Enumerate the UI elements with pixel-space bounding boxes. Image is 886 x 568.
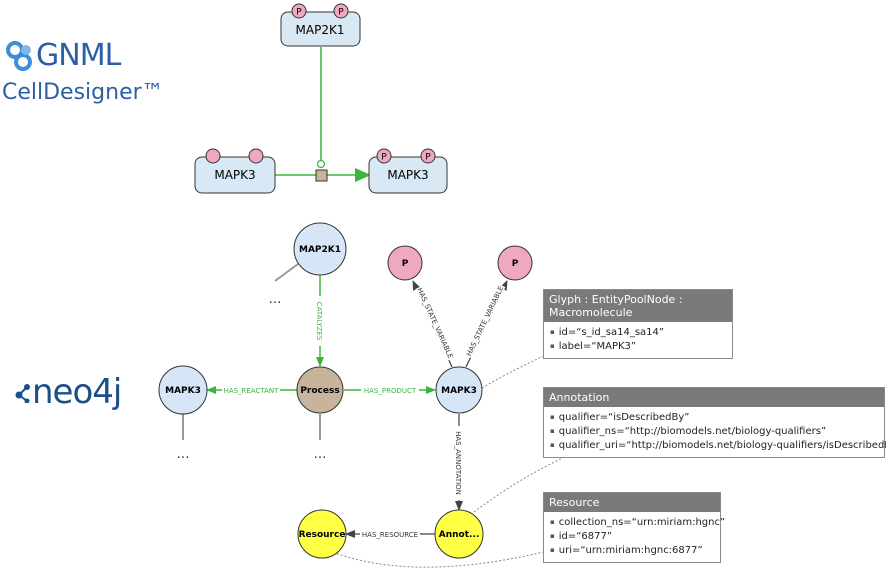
- has-product-label: HAS_PRODUCT: [364, 387, 417, 395]
- resource-info-item: collection_ns=“urn:miriam:hgnc”: [550, 516, 725, 530]
- sbgn-node-label: MAPK3: [387, 168, 428, 182]
- process-node: [315, 169, 328, 182]
- neo4j-graph-icon: [14, 372, 32, 412]
- annotation-info-item: qualifier_uri=“http://biomodels.net/biol…: [550, 439, 886, 453]
- state-variable-label: P: [296, 8, 302, 18]
- dangling-edge: [274, 263, 299, 282]
- state-variable-label: P: [425, 153, 431, 163]
- ellipsis: …: [177, 447, 190, 462]
- resource-info-item: id=“6877”: [550, 530, 714, 544]
- state-variable-label: P: [338, 8, 344, 18]
- node-label: Annot...: [439, 530, 480, 540]
- node-label: Resource: [299, 530, 346, 540]
- graph-node-p-right[interactable]: P: [497, 245, 533, 281]
- node-label: MAPK3: [165, 386, 201, 396]
- sbgn-diagram: P P MAP2K1 MAPK3 P P MAPK3: [194, 3, 448, 194]
- resource-info-title: Resource: [544, 493, 720, 512]
- annotation-info-item: qualifier=“isDescribedBy”: [550, 411, 878, 425]
- has-annotation-label: HAS_ANNOTATION: [454, 431, 462, 495]
- has-state-variable-edge: [412, 280, 453, 368]
- sbgn-map2k1-node: P P MAP2K1: [280, 3, 361, 47]
- ellipsis: …: [314, 447, 327, 462]
- has-state-variable-label: HAS_STATE_VARIABLE: [415, 287, 454, 360]
- has-state-variable-label: HAS_STATE_VARIABLE: [465, 285, 505, 358]
- ellipsis: …: [269, 292, 282, 307]
- has-state-variable-edge: [465, 280, 508, 368]
- graph-node-annotation[interactable]: Annot...: [434, 509, 484, 559]
- node-label: Process: [300, 386, 339, 396]
- neo4j-logo: neo4j: [14, 372, 122, 412]
- neo4j-logo-text: neo4j: [32, 372, 122, 412]
- catalyzes-label: CATALYZES: [315, 302, 323, 341]
- node-label: MAP2K1: [299, 245, 341, 255]
- graph-node-resource[interactable]: Resource: [297, 509, 347, 559]
- graph-node-mapk3-center[interactable]: MAPK3: [435, 366, 483, 414]
- sbgn-node-label: MAPK3: [214, 168, 255, 182]
- graph-node-process[interactable]: Process: [296, 366, 344, 414]
- has-reactant-label: HAS_REACTANT: [224, 387, 280, 395]
- node-label: MAPK3: [441, 386, 477, 396]
- glyph-info-box: Glyph : EntityPoolNode : Macromolecule i…: [543, 289, 733, 359]
- sbgn-node-label: MAP2K1: [296, 23, 345, 37]
- graph-node-map2k1[interactable]: MAP2K1: [293, 222, 347, 276]
- sbgn-mapk3-left-node: MAPK3: [194, 148, 276, 194]
- sbgn-s-icon: [6, 40, 34, 72]
- annotation-info-box: Annotation qualifier=“isDescribedBy” qua…: [543, 387, 886, 458]
- catalysis-marker: [316, 159, 326, 169]
- sbgn-logo: GNML: [6, 38, 121, 73]
- has-resource-label: HAS_RESOURCE: [362, 531, 418, 539]
- celldesigner-logo: CellDesigner™: [2, 80, 164, 105]
- glyph-info-title: Glyph : EntityPoolNode : Macromolecule: [544, 290, 732, 322]
- resource-info-item: uri=“urn:miriam:hgnc:6877”: [550, 544, 714, 558]
- glyph-info-item: label=“MAPK3”: [550, 340, 726, 354]
- sbgn-logo-text: GNML: [36, 38, 121, 73]
- annotation-info-title: Annotation: [544, 388, 884, 407]
- annotation-info-item: qualifier_ns=“http://biomodels.net/biolo…: [550, 425, 878, 439]
- graph-node-mapk3-left[interactable]: MAPK3: [158, 365, 208, 415]
- node-label: P: [402, 259, 409, 269]
- sbgn-mapk3-right-node: P P MAPK3: [368, 148, 448, 194]
- glyph-info-item: id=“s_id_sa14_sa14”: [550, 326, 726, 340]
- resource-info-box: Resource collection_ns=“urn:miriam:hgnc”…: [543, 492, 725, 563]
- graph-node-p-left[interactable]: P: [387, 245, 423, 281]
- state-variable-label: P: [381, 153, 387, 163]
- node-label: P: [512, 259, 519, 269]
- neo4j-graph: … … … CATALYZES HAS_REACTANT HAS_PRODUCT…: [158, 222, 589, 568]
